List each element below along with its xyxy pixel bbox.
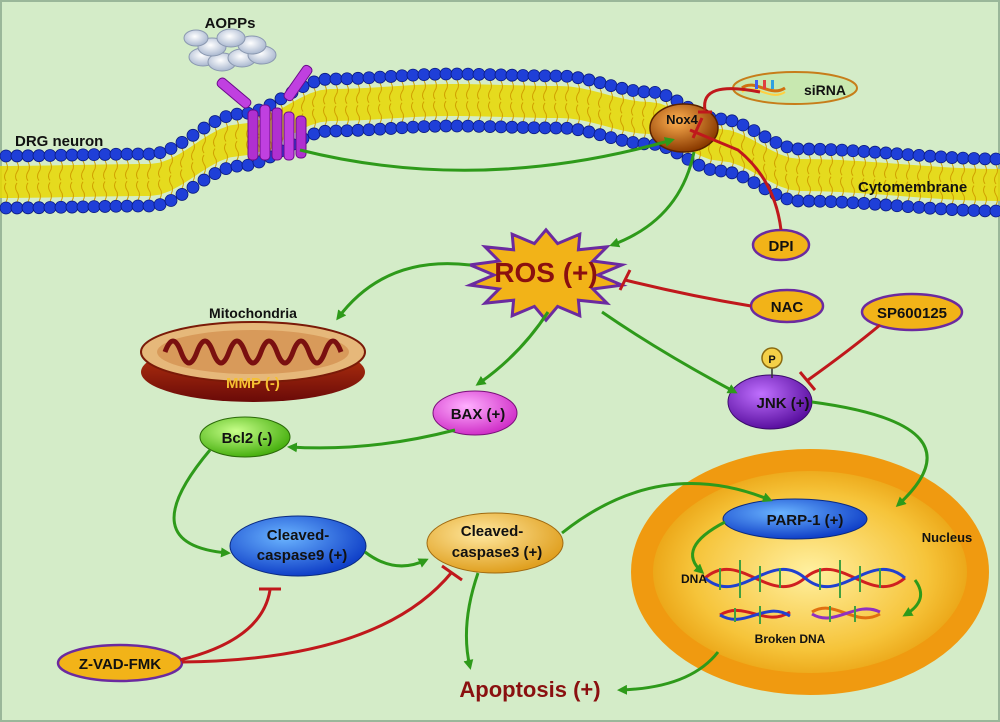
nucleus: Nucleus DNA Broken DNA [631, 449, 989, 695]
phospho-badge: P [761, 347, 783, 378]
arrow-caspase9-to-caspase3 [364, 550, 429, 568]
arrow-nucleus-to-apoptosis [617, 651, 720, 695]
jnk-label: JNK (+) [757, 395, 810, 412]
mitochondria-icon: Mitochondria MMP (-) [140, 305, 366, 402]
dpi-label: DPI [768, 238, 793, 255]
mitochondria-label: Mitochondria [209, 305, 297, 321]
zvad-fmk-label: Z-VAD-FMK [79, 656, 161, 673]
sp600125-pill: SP600125 [860, 292, 964, 332]
nac-label: NAC [771, 299, 804, 316]
dna-helix-icon [704, 560, 906, 598]
phospho-label: P [768, 354, 775, 366]
inhibit-sp600125-to-jnk [807, 323, 881, 382]
ros-label: ROS (+) [494, 257, 597, 288]
parp1-node: PARP-1 (+) [722, 498, 868, 540]
drg-neuron-label: DRG neuron [15, 133, 103, 150]
arrow-parp1-to-dna [691, 520, 726, 574]
caspase9-label-1: Cleaved- [267, 527, 330, 544]
aopps-cloud: AOPPs [183, 15, 277, 72]
arrow-jnk-to-parp1 [811, 400, 929, 508]
dna-label: DNA [681, 572, 707, 586]
sirna-label: siRNA [804, 82, 846, 98]
bax-node: BAX (+) [432, 390, 518, 436]
inhibit-zvad-to-caspase9 [179, 589, 272, 662]
inhibit-sp-bar [798, 371, 817, 391]
arrow-receptor-to-nox4 [299, 137, 675, 172]
inhibit-dpi-to-nox4 [689, 128, 783, 231]
nac-pill: NAC [749, 288, 825, 324]
dpi-pill: DPI [751, 228, 811, 262]
nox4-label: Nox4 [666, 112, 699, 127]
apoptosis-label: Apoptosis (+) [459, 677, 600, 702]
inhibit-sirna-to-nox4 [703, 87, 761, 111]
caspase3-label-1: Cleaved- [461, 523, 524, 540]
arrow-caspase3-to-parp1 [561, 482, 773, 535]
caspase3-node: Cleaved- caspase3 (+) [426, 512, 564, 574]
parp1-label: PARP-1 (+) [767, 512, 844, 529]
arrow-ros-to-jnk [601, 310, 738, 394]
inhibit-nac-bar [618, 269, 632, 291]
zvad-fmk-pill: Z-VAD-FMK [56, 643, 184, 683]
bax-label: BAX (+) [451, 406, 506, 423]
ros-burst: ROS (+) [464, 227, 628, 323]
bcl2-label: Bcl2 (-) [222, 430, 273, 447]
mmp-label: MMP (-) [226, 375, 280, 392]
sirna-icon: siRNA [732, 71, 858, 105]
arrow-ros-to-mitochondria [336, 262, 471, 321]
arrow-caspase3-to-apoptosis [463, 572, 480, 670]
caspase3-label-2: caspase3 (+) [452, 544, 542, 561]
inhibit-zvad-c3-bar [441, 564, 463, 582]
cytomembrane-bilayer [0, 67, 1000, 218]
bcl2-node: Bcl2 (-) [199, 416, 291, 458]
receptor-icon [216, 64, 313, 161]
nucleus-label: Nucleus [922, 530, 973, 545]
arrow-ros-to-bax [475, 311, 550, 386]
broken-dna-icon [719, 606, 881, 624]
caspase9-node: Cleaved- caspase9 (+) [229, 515, 367, 577]
jnk-node: JNK (+) [727, 374, 813, 430]
arrow-bax-to-bcl2 [287, 428, 456, 453]
cytomembrane-label: Cytomembrane [858, 179, 967, 196]
arrow-bcl2-to-caspase9 [172, 449, 231, 558]
inhibit-dpi-bar [691, 117, 704, 139]
arrow-nox4-to-ros [609, 151, 696, 248]
arrow-dna-to-broken-dna [902, 579, 923, 617]
caspase9-label-2: caspase9 (+) [257, 547, 347, 564]
broken-dna-label: Broken DNA [755, 632, 826, 646]
inhibit-nac-to-ros [624, 278, 752, 308]
aopps-label: AOPPs [205, 15, 256, 32]
sp600125-label: SP600125 [877, 305, 947, 322]
inhibit-zvad-to-caspase3 [181, 571, 454, 664]
